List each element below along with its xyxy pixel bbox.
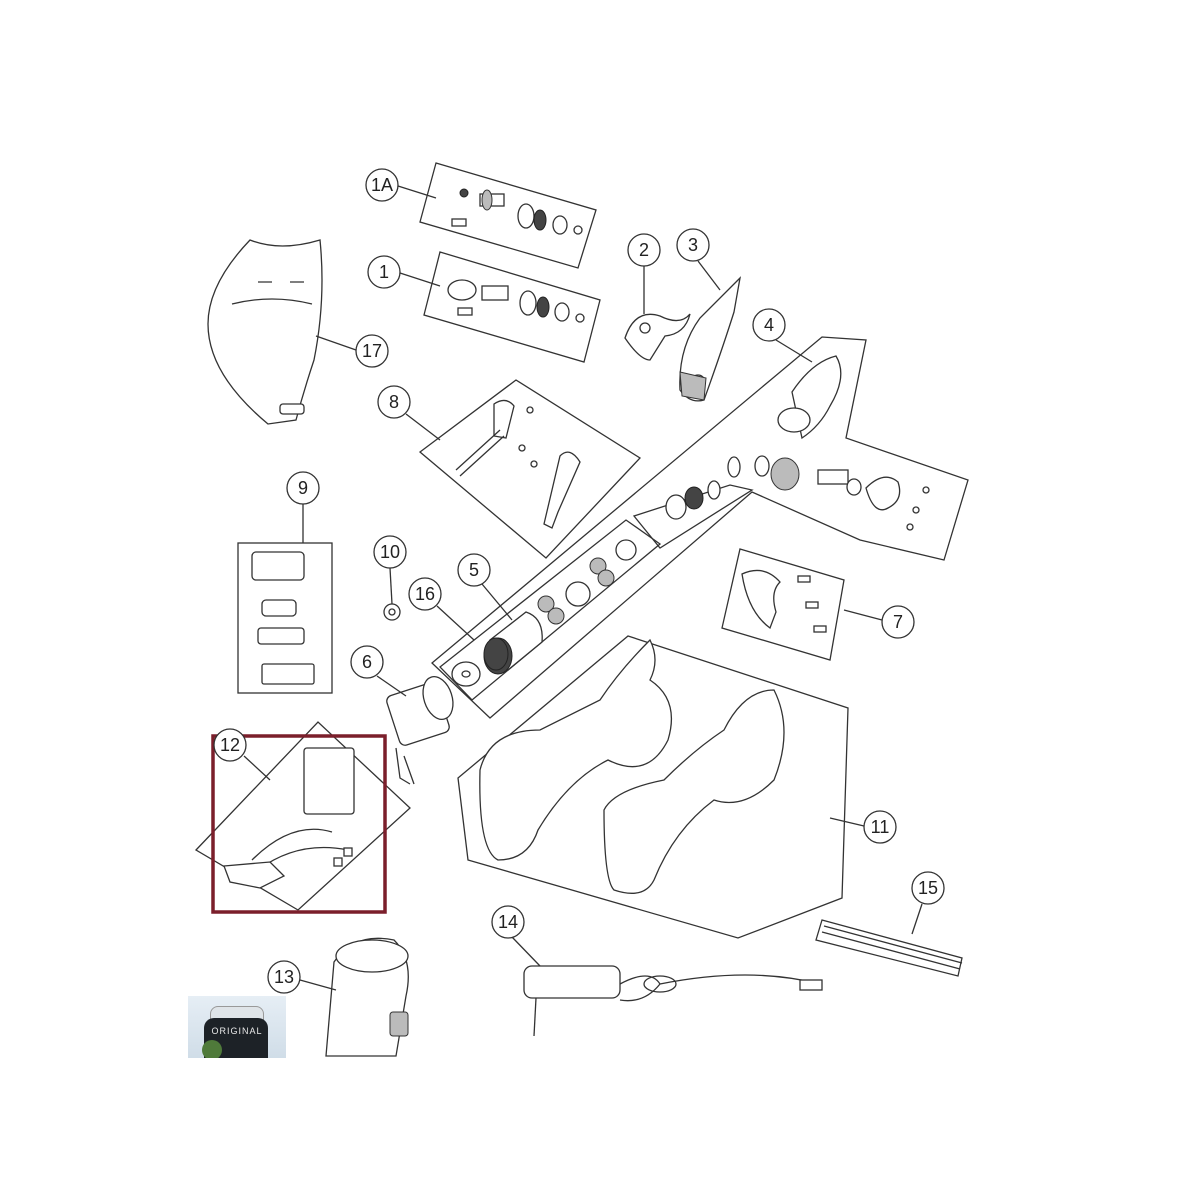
lubricant-spray-photo: ORIGINAL [188,996,286,1058]
part-16-bearing [483,637,509,671]
part-1a-bearing-kit [419,162,597,269]
callout-11: 11 [829,810,897,844]
svg-text:15: 15 [918,878,938,898]
callout-12: 12 [213,728,271,781]
svg-text:3: 3 [688,235,698,255]
svg-text:9: 9 [298,478,308,498]
callout-7: 7 [843,605,915,639]
callout-2: 2 [627,233,661,314]
svg-text:1: 1 [379,262,389,282]
svg-text:14: 14 [498,912,518,932]
part-3-cutting-blade [679,276,741,402]
callout-13: 13 [267,960,337,994]
svg-text:2: 2 [639,240,649,260]
callout-9: 9 [286,471,320,543]
part-9-display-module [237,542,333,694]
svg-text:11: 11 [871,817,890,837]
callout-4: 4 [752,308,813,363]
svg-text:8: 8 [389,392,399,412]
callout-3: 3 [676,228,721,291]
part-12-circuit-board [194,721,411,911]
part-8-trigger-kit [418,379,642,559]
callout-8: 8 [377,385,441,441]
part-1-bearing-kit [423,251,601,363]
callout-16: 16 [408,577,475,641]
part-2-hook-blade [624,313,691,361]
svg-text:10: 10 [380,542,400,562]
svg-text:4: 4 [764,315,774,335]
svg-text:7: 7 [893,612,903,632]
part-14-charger [523,965,823,1037]
callout-1: 1 [367,255,441,289]
svg-text:12: 12 [220,735,240,755]
highlight-box-part-12 [211,734,387,914]
svg-text:5: 5 [469,560,479,580]
spray-can-logo [202,1040,222,1058]
svg-text:17: 17 [362,341,382,361]
callout-17: 17 [315,334,389,368]
part-13-battery [325,937,409,1057]
part-17-holster [207,239,323,425]
spray-can-brand: ORIGINAL [211,1026,263,1036]
svg-text:6: 6 [362,652,372,672]
part-15-ribbon-cable [815,919,963,977]
callout-14: 14 [491,905,541,967]
callout-6: 6 [350,645,407,697]
part-11-housing-shells [457,635,849,939]
callout-1a: 1A [365,168,437,202]
part-10-nut [383,603,401,621]
callout-10: 10 [373,535,407,605]
part-4-head-assembly [431,336,969,719]
svg-text:13: 13 [274,967,294,987]
part-6-motor [386,675,454,785]
svg-text:1A: 1A [371,175,393,195]
callout-5: 5 [457,553,513,621]
part-7-cover-plate [721,548,845,661]
callout-15: 15 [911,871,945,935]
svg-text:16: 16 [415,584,435,604]
